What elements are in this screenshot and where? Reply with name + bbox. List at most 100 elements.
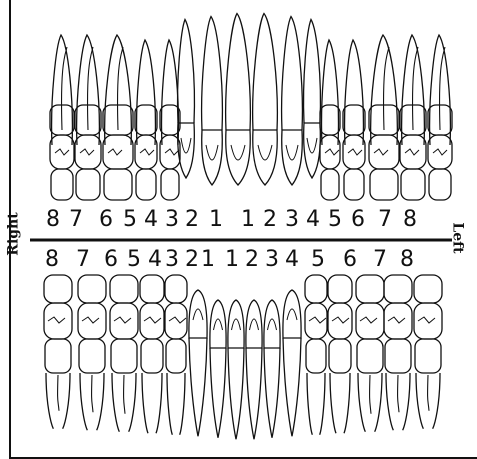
lower-tooth-number: 3 [265,247,279,272]
tooth-crown-detail [48,317,65,323]
tooth-root [253,14,278,131]
lower-tooth-left-3 [283,290,301,436]
tooth-crown-detail [55,149,69,155]
upper-tooth-left-7 [400,35,426,200]
tooth-crown [226,130,251,185]
tooth-crown [141,339,163,373]
tooth-root [428,375,429,411]
upper-tooth-right-1 [226,14,251,186]
tooth-root [282,17,303,131]
tooth-crown [304,123,321,178]
tooth-crown-detail [325,149,339,155]
tooth-root [88,47,93,130]
lower-tooth-right-7 [78,275,106,430]
lower-tooth-left-4 [305,275,327,435]
tooth-crown [228,300,244,348]
lower-tooth-number: 2 [245,247,259,272]
upper-tooth-number: 4 [306,207,320,232]
tooth-crown-detail [82,317,99,323]
tooth-root [440,47,445,130]
lower-tooth-right-1 [228,300,244,439]
upper-tooth-left-2 [282,17,303,186]
tooth-root [345,40,364,145]
tooth-crown [253,130,278,185]
tooth-crown [343,105,365,135]
tooth-crown-detail [433,149,447,155]
upper-tooth-left-5 [343,40,365,200]
tooth-crown [305,303,327,339]
lower-tooth-number: 6 [104,247,118,272]
tooth-crown [110,275,138,303]
tooth-crown-detail [258,145,272,160]
upper-tooth-left-6 [369,35,399,200]
tooth-crown-detail [206,145,218,160]
tooth-crown [161,169,179,200]
tooth-crown [166,339,186,373]
lower-tooth-number: 4 [285,247,299,272]
lower-tooth-number: 8 [45,247,59,272]
tooth-root [384,47,389,130]
tooth-crown [104,169,132,200]
tooth-crown-detail [405,149,419,155]
tooth-crown [328,275,352,303]
lower-tooth-number: 7 [76,247,90,272]
lower-tooth-left-6 [356,275,384,432]
tooth-crown [76,169,100,200]
tooth-crown [343,135,365,169]
lower-tooth-number: 3 [165,247,179,272]
tooth-root [62,47,67,130]
upper-tooth-number: 1 [241,207,255,232]
tooth-crown [135,105,157,135]
tooth-crown [306,339,326,373]
lower-arch [44,275,442,439]
tooth-crown-detail [250,319,259,330]
lower-tooth-number: 5 [311,247,325,272]
upper-tooth-number: 5 [328,207,342,232]
tooth-crown-detail [307,138,317,153]
tooth-crown [320,105,340,135]
tooth-crown-detail [140,149,154,155]
lower-tooth-left-2 [264,300,280,438]
tooth-crown [189,290,207,338]
upper-tooth-right-2 [202,17,223,186]
tooth-crown-detail [181,138,191,153]
tooth-crown [136,169,156,200]
tooth-root [178,20,195,124]
tooth-crown-detail [287,309,297,320]
tooth-crown [140,275,164,303]
upper-tooth-left-1 [253,14,278,186]
tooth-crown [321,169,339,200]
tooth-root [167,373,185,435]
upper-tooth-number: 7 [69,207,83,232]
tooth-root [210,348,226,438]
lower-tooth-right-6 [110,275,138,432]
tooth-root [330,373,350,433]
lower-tooth-number: 6 [343,247,357,272]
tooth-crown [246,300,262,348]
tooth-crown [44,275,72,303]
tooth-crown [369,135,399,169]
tooth-root [228,348,244,439]
upper-tooth-right-4 [160,40,180,200]
upper-tooth-number: 3 [285,207,299,232]
tooth-root [322,40,339,145]
tooth-crown-detail [231,145,245,160]
lower-tooth-left-1 [246,300,262,439]
tooth-crown-detail [348,149,362,155]
tooth-crown [344,169,364,200]
tooth-root [162,40,179,145]
tooth-root [118,47,123,130]
tooth-root [304,20,321,124]
tooth-crown [401,169,425,200]
tooth-root [202,17,223,131]
tooth-crown-detail [232,319,241,330]
upper-tooth-number: 5 [123,207,137,232]
tooth-crown-detail [268,319,277,330]
tooth-crown [165,275,187,303]
tooth-crown [370,169,398,200]
upper-tooth-number: 6 [99,207,113,232]
tooth-crown [264,300,280,348]
lower-tooth-right-3 [189,290,207,436]
